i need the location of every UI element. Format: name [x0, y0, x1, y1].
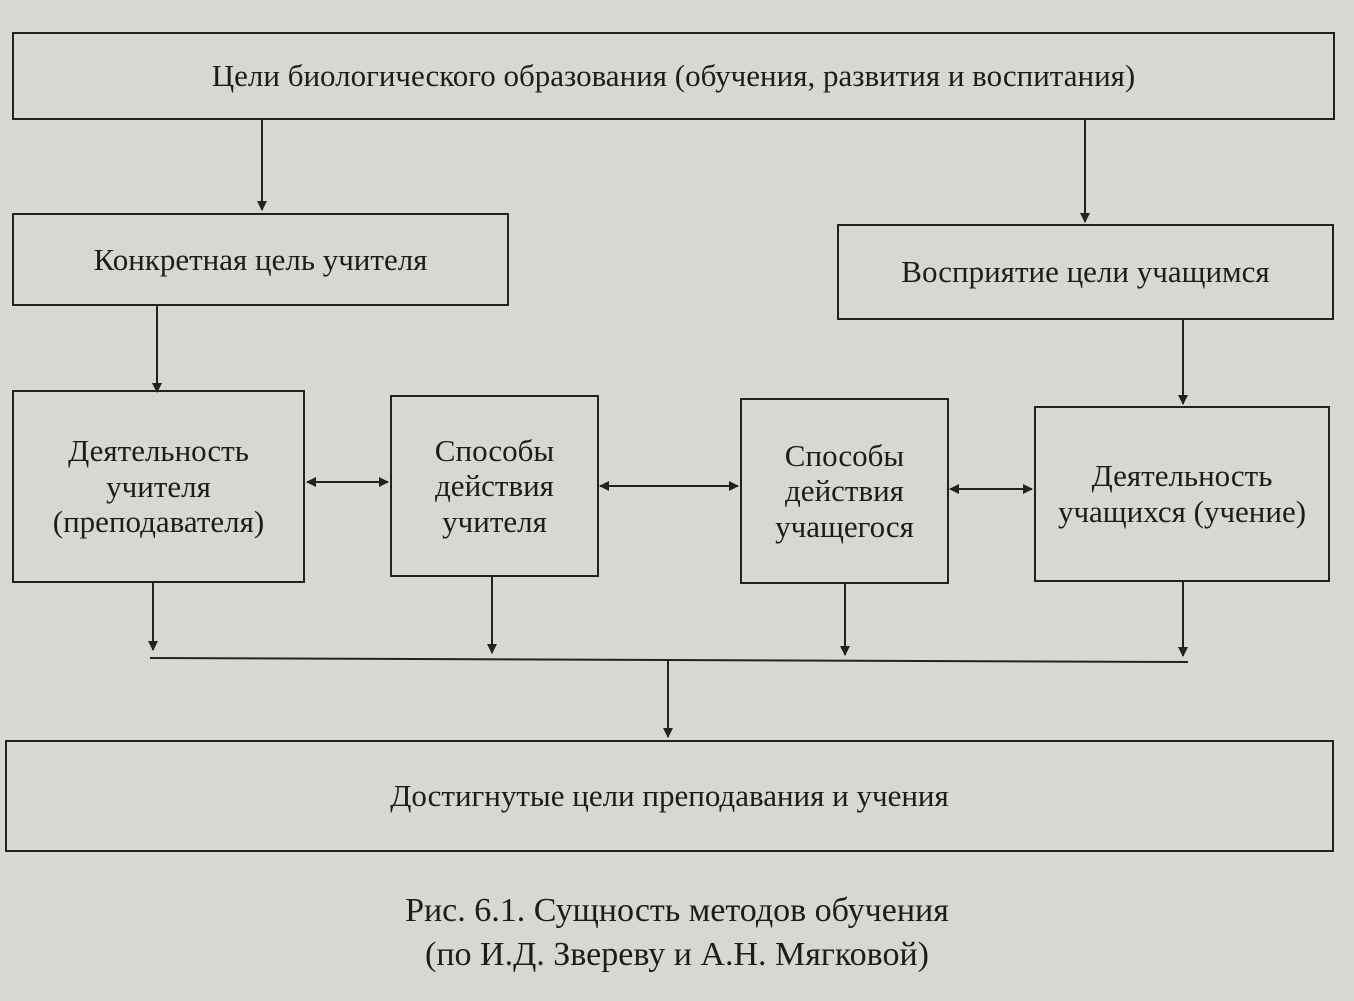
teacher-methods-box: Способы действия учителя: [390, 395, 599, 577]
results-box: Достигнутые цели преподавания и учения: [5, 740, 1334, 852]
student-perception-box: Восприятие цели учащимся: [837, 224, 1334, 320]
teacher-goal-text: Конкретная цель учителя: [93, 241, 428, 277]
teacher-methods-text: Способы действия учителя: [434, 432, 555, 539]
student-perception-text: Восприятие цели учащимся: [901, 254, 1270, 290]
teacher-activity-text: Деятельность учителя (преподавателя): [52, 433, 265, 540]
teacher-goal-box: Конкретная цель учителя: [12, 213, 509, 306]
teacher-activity-box: Деятельность учителя (преподавателя): [12, 390, 305, 583]
goals-box: Цели биологического образования (обучени…: [12, 32, 1335, 120]
figure-caption-line1: Рис. 6.1. Сущность методов обучения: [405, 892, 949, 929]
student-activity-box: Деятельность учащихся (учение): [1034, 406, 1330, 582]
figure-caption-line2: (по И.Д. Звереву и А.Н. Мягковой): [425, 936, 929, 973]
results-text: Достигнутые цели преподавания и учения: [390, 778, 949, 814]
student-methods-text: Способы действия учащегося: [775, 437, 914, 544]
goals-text: Цели биологического образования (обучени…: [211, 58, 1136, 94]
student-methods-box: Способы действия учащегося: [740, 398, 949, 584]
student-activity-text: Деятельность учащихся (учение): [1057, 458, 1307, 529]
